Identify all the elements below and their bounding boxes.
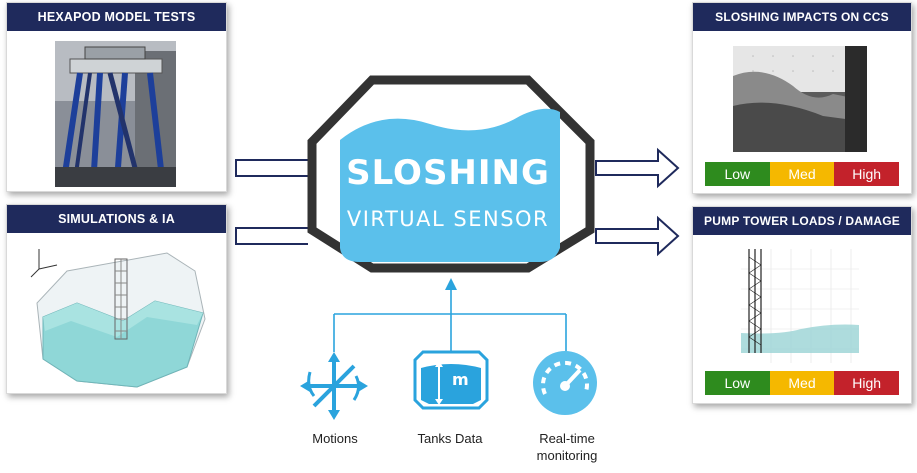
ccs-panel-title: SLOSHING IMPACTS ON CCS	[693, 3, 911, 31]
sensor-title-line1: SLOSHING	[346, 153, 550, 193]
tank-simulation-image	[30, 249, 206, 388]
hexapod-panel-title: HEXAPOD MODEL TESTS	[7, 3, 226, 31]
pump-panel-title: PUMP TOWER LOADS / DAMAGE	[693, 207, 911, 235]
output-arrow-top	[595, 147, 680, 189]
ccs-severity-scale: Low Med High	[705, 162, 900, 186]
ccs-impact-image	[733, 46, 867, 152]
feeder-lines	[333, 284, 567, 352]
input-arrow-top	[235, 159, 308, 177]
sensor-title-line2: VIRTUAL SENSOR	[346, 207, 550, 231]
hexapod-panel: HEXAPOD MODEL TESTS	[6, 2, 227, 192]
sensor-liquid	[340, 108, 560, 262]
feeder-arrowhead	[445, 278, 457, 290]
input-arrow-bottom	[235, 227, 308, 245]
output-arrow-bottom	[595, 215, 680, 257]
pump-scale-low: Low	[705, 371, 770, 395]
pump-scale-med: Med	[769, 371, 835, 395]
simulations-panel: SIMULATIONS & IA	[6, 204, 227, 394]
pump-severity-scale: Low Med High	[705, 371, 900, 395]
pump-scale-high: High	[834, 371, 900, 395]
realtime-monitoring-label: Real-time monitoring	[536, 431, 598, 463]
tanks-data-label: Tanks Data	[417, 431, 483, 446]
pump-panel: PUMP TOWER LOADS / DAMAGE Low Med High	[692, 206, 912, 404]
ccs-scale-low: Low	[705, 162, 770, 186]
simulations-panel-title: SIMULATIONS & IA	[7, 205, 226, 233]
ccs-panel: SLOSHING IMPACTS ON CCS Low Med High	[692, 2, 912, 194]
motions-icon	[300, 352, 368, 420]
pump-tower-image	[741, 249, 859, 363]
hexapod-photo	[55, 41, 176, 187]
tanks-data-icon	[413, 350, 489, 410]
tanks-data-icon-letter: m	[452, 370, 469, 389]
motions-label: Motions	[312, 431, 358, 446]
ccs-scale-high: High	[834, 162, 900, 186]
ccs-scale-med: Med	[769, 162, 835, 186]
gauge-icon	[533, 351, 597, 415]
